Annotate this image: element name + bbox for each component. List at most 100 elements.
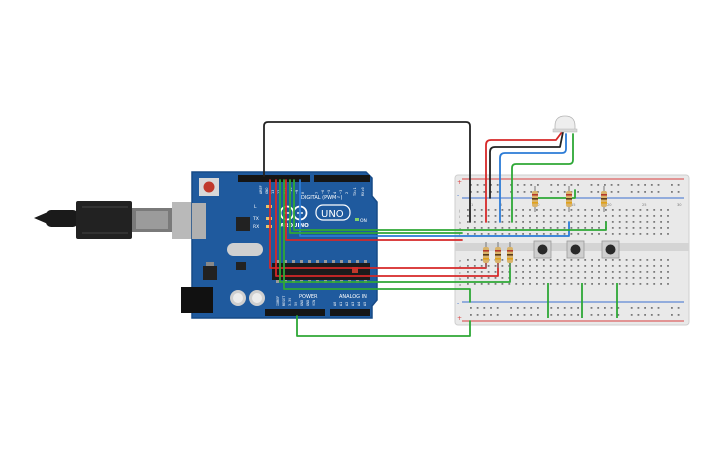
breadboard-hole[interactable]	[508, 215, 511, 217]
breadboard-hole[interactable]	[476, 184, 479, 186]
wires[interactable]	[263, 121, 607, 337]
breadboard-hole[interactable]	[577, 271, 580, 273]
breadboard-hole[interactable]	[591, 215, 593, 217]
breadboard-hole[interactable]	[487, 215, 490, 217]
breadboard-hole[interactable]	[563, 259, 566, 261]
breadboard-hole[interactable]	[577, 233, 580, 235]
breadboard-hole[interactable]	[510, 307, 512, 309]
breadboard-hole[interactable]	[605, 265, 607, 267]
breadboard-hole[interactable]	[598, 283, 600, 285]
breadboard-hole[interactable]	[584, 265, 587, 267]
breadboard-hole[interactable]	[591, 221, 593, 223]
breadboard-hole[interactable]	[523, 314, 526, 316]
breadboard-hole[interactable]	[625, 271, 628, 273]
breadboard-hole[interactable]	[611, 259, 614, 261]
breadboard-hole[interactable]	[467, 209, 469, 211]
breadboard-hole[interactable]	[660, 215, 662, 217]
breadboard-hole[interactable]	[617, 191, 620, 193]
breadboard-hole[interactable]	[644, 191, 646, 193]
breadboard-hole[interactable]	[598, 265, 600, 267]
breadboard-hole[interactable]	[467, 283, 469, 285]
breadboard-hole[interactable]	[610, 184, 613, 186]
breadboard-hole[interactable]	[605, 233, 607, 235]
breadboard-hole[interactable]	[508, 209, 511, 211]
breadboard-hole[interactable]	[639, 283, 642, 285]
breadboard-hole[interactable]	[632, 283, 635, 285]
breadboard-hole[interactable]	[494, 265, 497, 267]
breadboard-hole[interactable]	[660, 227, 662, 229]
breadboard-hole[interactable]	[630, 191, 633, 193]
breadboard-hole[interactable]	[536, 209, 538, 211]
breadboard-hole[interactable]	[584, 215, 587, 217]
breadboard-hole[interactable]	[563, 221, 566, 223]
breadboard-hole[interactable]	[637, 307, 640, 309]
breadboard-hole[interactable]	[570, 283, 573, 285]
breadboard-hole[interactable]	[473, 233, 476, 235]
breadboard-hole[interactable]	[577, 227, 580, 229]
breadboard-hole[interactable]	[480, 271, 483, 273]
breadboard-hole[interactable]	[677, 191, 680, 193]
breadboard-hole[interactable]	[617, 314, 620, 316]
breadboard-hole[interactable]	[556, 215, 559, 217]
breadboard-hole[interactable]	[605, 259, 607, 261]
breadboard-hole[interactable]	[550, 314, 553, 316]
breadboard-hole[interactable]	[536, 271, 538, 273]
breadboard-hole[interactable]	[639, 221, 642, 223]
breadboard-hole[interactable]	[653, 277, 656, 279]
breadboard-hole[interactable]	[625, 233, 628, 235]
breadboard-hole[interactable]	[632, 221, 635, 223]
resistor-icon[interactable]	[566, 186, 572, 212]
breadboard-hole[interactable]	[653, 215, 656, 217]
breadboard-hole[interactable]	[476, 191, 479, 193]
breadboard-hole[interactable]	[653, 233, 656, 235]
breadboard-hole[interactable]	[644, 314, 646, 316]
breadboard-hole[interactable]	[639, 215, 642, 217]
breadboard-hole[interactable]	[550, 191, 553, 193]
breadboard-hole[interactable]	[494, 227, 497, 229]
breadboard-hole[interactable]	[584, 233, 587, 235]
resistor-icon[interactable]	[495, 242, 501, 268]
breadboard-hole[interactable]	[610, 314, 613, 316]
breadboard-hole[interactable]	[494, 283, 497, 285]
breadboard-hole[interactable]	[639, 227, 642, 229]
breadboard-hole[interactable]	[501, 209, 504, 211]
breadboard-hole[interactable]	[639, 271, 642, 273]
breadboard-hole[interactable]	[577, 283, 580, 285]
breadboard-hole[interactable]	[515, 233, 518, 235]
breadboard-hole[interactable]	[667, 227, 669, 229]
breadboard-hole[interactable]	[577, 215, 580, 217]
breadboard-hole[interactable]	[542, 221, 545, 223]
pushbutton-icon[interactable]	[566, 240, 585, 318]
breadboard-hole[interactable]	[494, 221, 497, 223]
breadboard-hole[interactable]	[597, 191, 600, 193]
breadboard-hole[interactable]	[618, 283, 621, 285]
breadboard-hole[interactable]	[537, 314, 539, 316]
breadboard-hole[interactable]	[653, 227, 656, 229]
breadboard-hole[interactable]	[646, 259, 649, 261]
breadboard-hole[interactable]	[516, 307, 519, 309]
breadboard-hole[interactable]	[671, 314, 673, 316]
breadboard-hole[interactable]	[591, 265, 593, 267]
breadboard-hole[interactable]	[611, 265, 614, 267]
breadboard-hole[interactable]	[501, 277, 504, 279]
resistor-icon[interactable]	[532, 186, 538, 212]
breadboard-hole[interactable]	[529, 265, 531, 267]
breadboard-hole[interactable]	[657, 184, 660, 186]
breadboard-hole[interactable]	[625, 259, 628, 261]
breadboard-hole[interactable]	[557, 184, 559, 186]
breadboard-hole[interactable]	[549, 271, 552, 273]
breadboard-hole[interactable]	[530, 314, 533, 316]
breadboard-hole[interactable]	[591, 283, 593, 285]
breadboard-hole[interactable]	[653, 221, 656, 223]
breadboard-hole[interactable]	[522, 271, 524, 273]
breadboard-hole[interactable]	[487, 283, 490, 285]
digital-header-high[interactable]	[238, 175, 310, 182]
breadboard-hole[interactable]	[542, 215, 545, 217]
digital-header-low[interactable]	[314, 175, 370, 182]
breadboard-hole[interactable]	[529, 259, 531, 261]
breadboard-hole[interactable]	[508, 283, 511, 285]
breadboard-hole[interactable]	[671, 184, 673, 186]
breadboard-hole[interactable]	[542, 277, 545, 279]
breadboard-hole[interactable]	[529, 271, 531, 273]
breadboard-hole[interactable]	[605, 215, 607, 217]
